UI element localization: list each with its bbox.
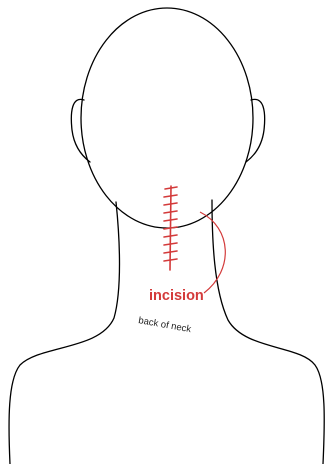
stitch-mark xyxy=(164,203,177,205)
stitch-mark xyxy=(164,251,177,253)
stitch-mark xyxy=(164,243,177,245)
left-neck-shoulder-outline xyxy=(9,202,119,464)
stitch-mark xyxy=(164,219,177,221)
stitch-mark xyxy=(164,211,177,213)
stitch-mark xyxy=(164,227,177,229)
incision-label: incision xyxy=(149,288,204,304)
head-outline xyxy=(81,8,253,228)
back-of-neck-label: back of neck xyxy=(137,315,192,335)
right-neck-shoulder-outline xyxy=(212,200,324,464)
stitch-mark xyxy=(164,259,177,261)
stitch-mark xyxy=(164,235,177,237)
stitch-mark xyxy=(165,187,177,189)
incision-mark xyxy=(164,186,177,270)
stitch-mark xyxy=(164,195,177,197)
